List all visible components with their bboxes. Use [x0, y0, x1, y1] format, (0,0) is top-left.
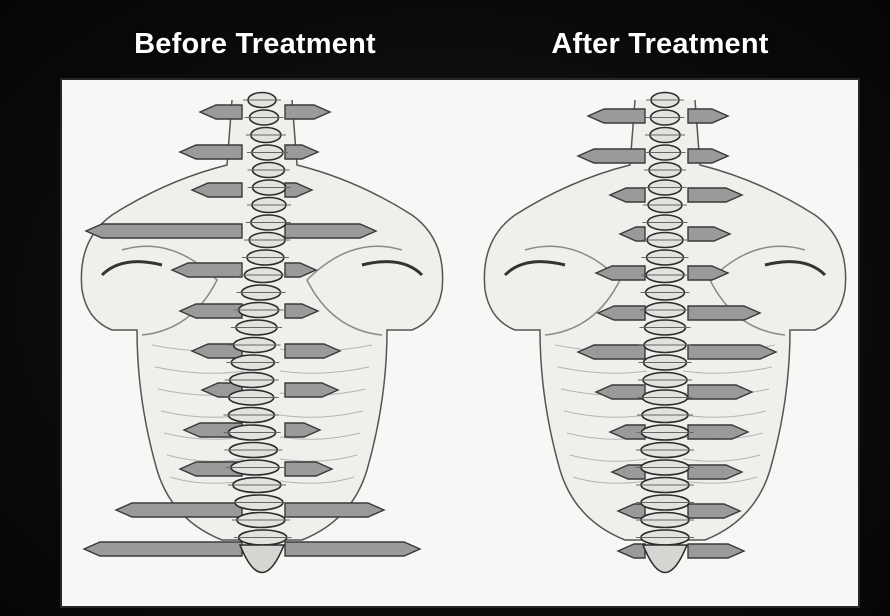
- arrow-right-icon: [285, 542, 420, 556]
- sacrum: [643, 545, 687, 573]
- arrow-right-icon: [688, 544, 744, 558]
- arrow-left-icon: [84, 542, 242, 556]
- arrow-right-icon: [688, 306, 760, 320]
- arrow-right-icon: [688, 109, 728, 123]
- arrow-right-icon: [285, 503, 384, 517]
- arrow-left-icon: [618, 544, 645, 558]
- arrow-left-icon: [116, 503, 242, 517]
- arrow-right-icon: [688, 345, 776, 359]
- arrow-left-icon: [200, 105, 242, 119]
- arrow-right-icon: [285, 105, 330, 119]
- arrow-right-icon: [688, 385, 752, 399]
- after-treatment-figure: [484, 93, 845, 573]
- arrow-left-icon: [578, 345, 645, 359]
- arrow-right-icon: [688, 149, 728, 163]
- before-treatment-figure: [81, 93, 442, 573]
- arrow-left-icon: [180, 145, 242, 159]
- arrow-left-icon: [578, 149, 645, 163]
- arrow-left-icon: [86, 224, 242, 238]
- arrow-right-icon: [285, 224, 376, 238]
- arrow-right-icon: [285, 145, 318, 159]
- sacrum: [240, 545, 284, 573]
- arrow-left-icon: [588, 109, 645, 123]
- arrow-left-icon: [172, 263, 242, 277]
